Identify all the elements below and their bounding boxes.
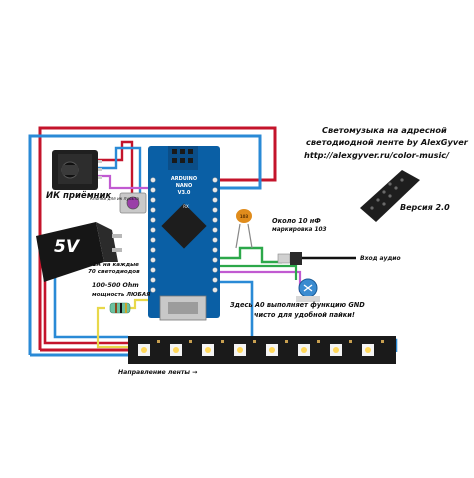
red-wire-ir	[98, 140, 134, 200]
audio-jack	[277, 252, 356, 265]
title-line-2: светодиодной ленте by AlexGyver	[306, 137, 468, 147]
audio-label: Вход аудио	[360, 255, 401, 262]
blue-wire-ir	[98, 146, 142, 205]
pot-note-1: Здесь А0 выполняет функцию GND	[230, 301, 365, 309]
title-link[interactable]: http://alexgyver.ru/color-music/	[304, 150, 450, 160]
title-line-1: Светомузыка на адресной	[322, 125, 447, 135]
arduino-label-3: V3.0	[178, 190, 191, 196]
potentiometer	[296, 278, 320, 302]
arduino-label-1: ARDUINO	[171, 176, 197, 182]
power-supply	[36, 222, 122, 282]
capacitor: 103	[235, 209, 253, 249]
psu-note-line-1: ~1А на каждые	[88, 262, 139, 268]
ir-receiver-label: ИК приёмник	[46, 191, 112, 201]
red-wire-left	[38, 126, 148, 350]
red-wire-psu	[43, 272, 128, 345]
capacitor-label-1: Около 10 нФ	[272, 217, 321, 225]
version-label: Версия 2.0	[400, 203, 450, 212]
resistor	[109, 302, 131, 314]
yellow-wire-strip	[96, 306, 128, 349]
resistor-label-2: мощность ЛЮБАЯ	[92, 292, 151, 298]
blue-wire-psu	[53, 272, 128, 339]
resistor-label-1: 100-500 Ohm	[92, 282, 139, 289]
led-strip	[128, 336, 396, 364]
arduino-label-2: NANO	[176, 183, 193, 189]
push-button	[119, 192, 147, 214]
ir-receiver	[52, 150, 102, 190]
green-wire-pot	[220, 264, 298, 280]
ir-remote	[360, 170, 420, 222]
psu-voltage-label: 5V	[54, 237, 79, 257]
green-wire-audio	[220, 246, 282, 264]
psu-note-line-2: 70 светодиодов	[88, 269, 140, 275]
arduino-chip-label: RX	[183, 204, 189, 209]
ir-button-note: Кнопки для ик пульта	[90, 196, 139, 201]
capacitor-code: 103	[240, 214, 249, 219]
red-wire-top-right	[148, 126, 277, 182]
strip-direction-label: Направление ленты →	[118, 369, 198, 376]
pot-note-2: чисто для удобной пайки!	[254, 311, 355, 319]
capacitor-label-2: маркировка 103	[272, 227, 327, 233]
blue-wire-left	[28, 134, 262, 355]
arduino-board: ARDUINO NANO V3.0 RX	[148, 146, 220, 321]
purple-wire-ir	[98, 174, 148, 190]
